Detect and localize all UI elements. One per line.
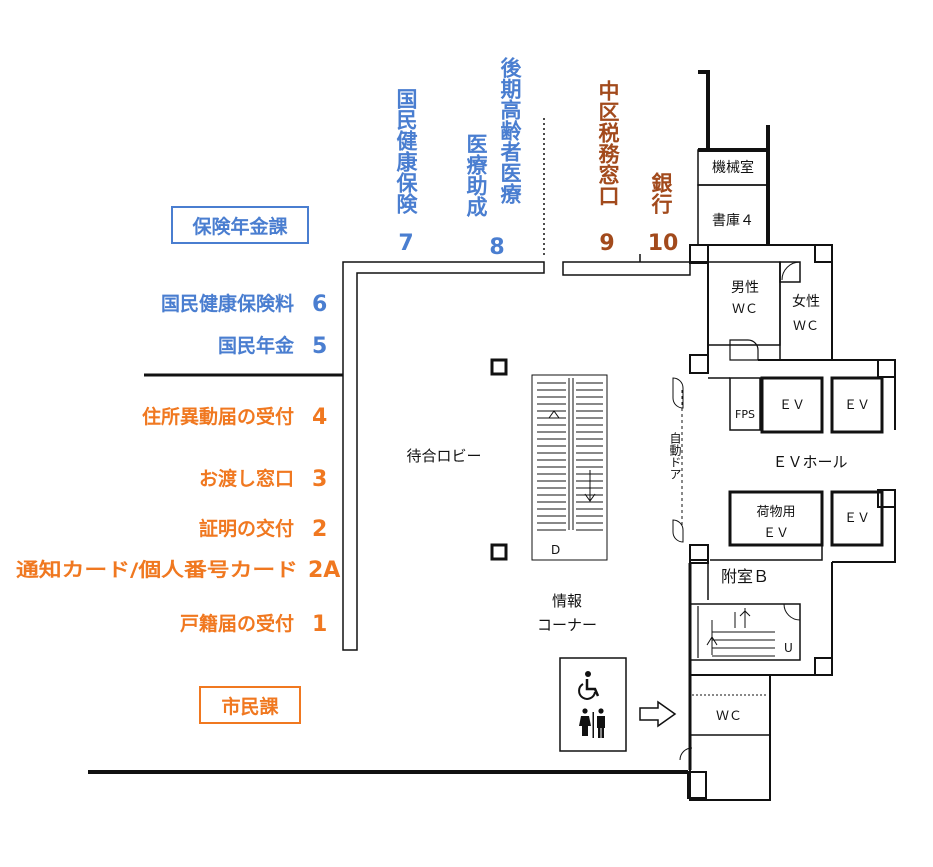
waiting-lobby-label: 待合ロビー — [406, 447, 481, 465]
counter-2a-name: 通知カード/個人番号カード — [16, 558, 298, 581]
counter-7-number: 7 — [398, 231, 413, 256]
counter-7-name: 国民健康保険 — [394, 88, 419, 215]
wheelchair-icon — [578, 671, 600, 700]
info-corner-label-1: 情報 — [552, 592, 582, 610]
auto-door-label: 自動ドア — [668, 432, 682, 480]
counter-8-number: 8 — [489, 235, 504, 260]
women-wc-label-2: ＷＣ — [793, 319, 819, 334]
stair-steps — [537, 382, 603, 531]
counter-9-number: 9 — [599, 231, 614, 256]
freight-ev-label-1: 荷物用 — [756, 505, 795, 520]
counter-2-number: 2 — [312, 517, 327, 542]
shimin-dept-box — [199, 686, 301, 724]
stair-u-label: U — [784, 641, 793, 655]
counter-6-number: 6 — [312, 292, 327, 317]
ev-1-label: ＥＶ — [779, 398, 805, 413]
columns — [490, 358, 508, 561]
staircase-u — [706, 608, 775, 657]
counter-2-name: 証明の交付 — [199, 517, 294, 540]
staircase-main — [531, 374, 608, 561]
counter-2a-number: 2A — [308, 558, 340, 583]
fps-label: FPS — [735, 408, 755, 421]
annex-b-label: 附室Ｂ — [721, 567, 769, 586]
wc-bottom-label: ＷＣ — [716, 709, 742, 724]
door-swing-bottom — [679, 747, 693, 761]
ev-2-label: ＥＶ — [844, 398, 870, 413]
ev-3-label: ＥＶ — [844, 511, 870, 526]
counter-1-name: 戸籍届の受付 — [180, 612, 294, 635]
counter-10-number: 10 — [648, 231, 679, 256]
storage-label: 書庫４ — [712, 212, 754, 229]
counter-1-number: 1 — [312, 612, 327, 637]
counter-4-number: 4 — [312, 405, 327, 430]
counter-5-name: 国民年金 — [218, 334, 295, 357]
restroom-icon — [579, 708, 605, 738]
counter-6-name: 国民健康保険料 — [161, 292, 294, 315]
counter-8b-name: 後期高齢者医療 — [498, 56, 522, 204]
shimin-dept-label: 市民課 — [221, 695, 279, 718]
counter-5-number: 5 — [312, 334, 327, 359]
door-swing — [783, 603, 801, 621]
arrow-right-icon — [639, 700, 677, 728]
counter-8a-name: 医療助成 — [464, 133, 488, 218]
stair-d-label: D — [551, 543, 560, 557]
counter-3-number: 3 — [312, 467, 327, 492]
freight-ev-label-2: ＥＶ — [763, 526, 789, 541]
counter-10-name: 銀行 — [649, 172, 674, 215]
walls — [342, 118, 691, 651]
machine-room-label: 機械室 — [712, 159, 754, 176]
counter-9-name: 中区税務窓口 — [596, 80, 620, 206]
hoken-dept-box — [171, 206, 309, 244]
men-wc-label-1: 男性 — [731, 280, 759, 296]
women-wc-label-1: 女性 — [792, 293, 820, 310]
counter-3-name: お渡し窓口 — [199, 467, 294, 490]
auto-door-symbol — [672, 377, 684, 543]
building-core — [687, 70, 896, 801]
stair-arrows — [548, 410, 596, 502]
counter-4-name: 住所異動届の受付 — [142, 405, 294, 428]
ev-hall-label: ＥＶホール — [772, 453, 847, 471]
men-wc-label-2: ＷＣ — [732, 302, 758, 317]
info-corner-label-2: コーナー — [537, 616, 597, 634]
hoken-dept-label: 保険年金課 — [191, 215, 288, 238]
counter-list: 国民健康保険料 6 国民年金 5 住所異動届の受付 4 お渡し窓口 3 証明の交… — [16, 292, 340, 637]
